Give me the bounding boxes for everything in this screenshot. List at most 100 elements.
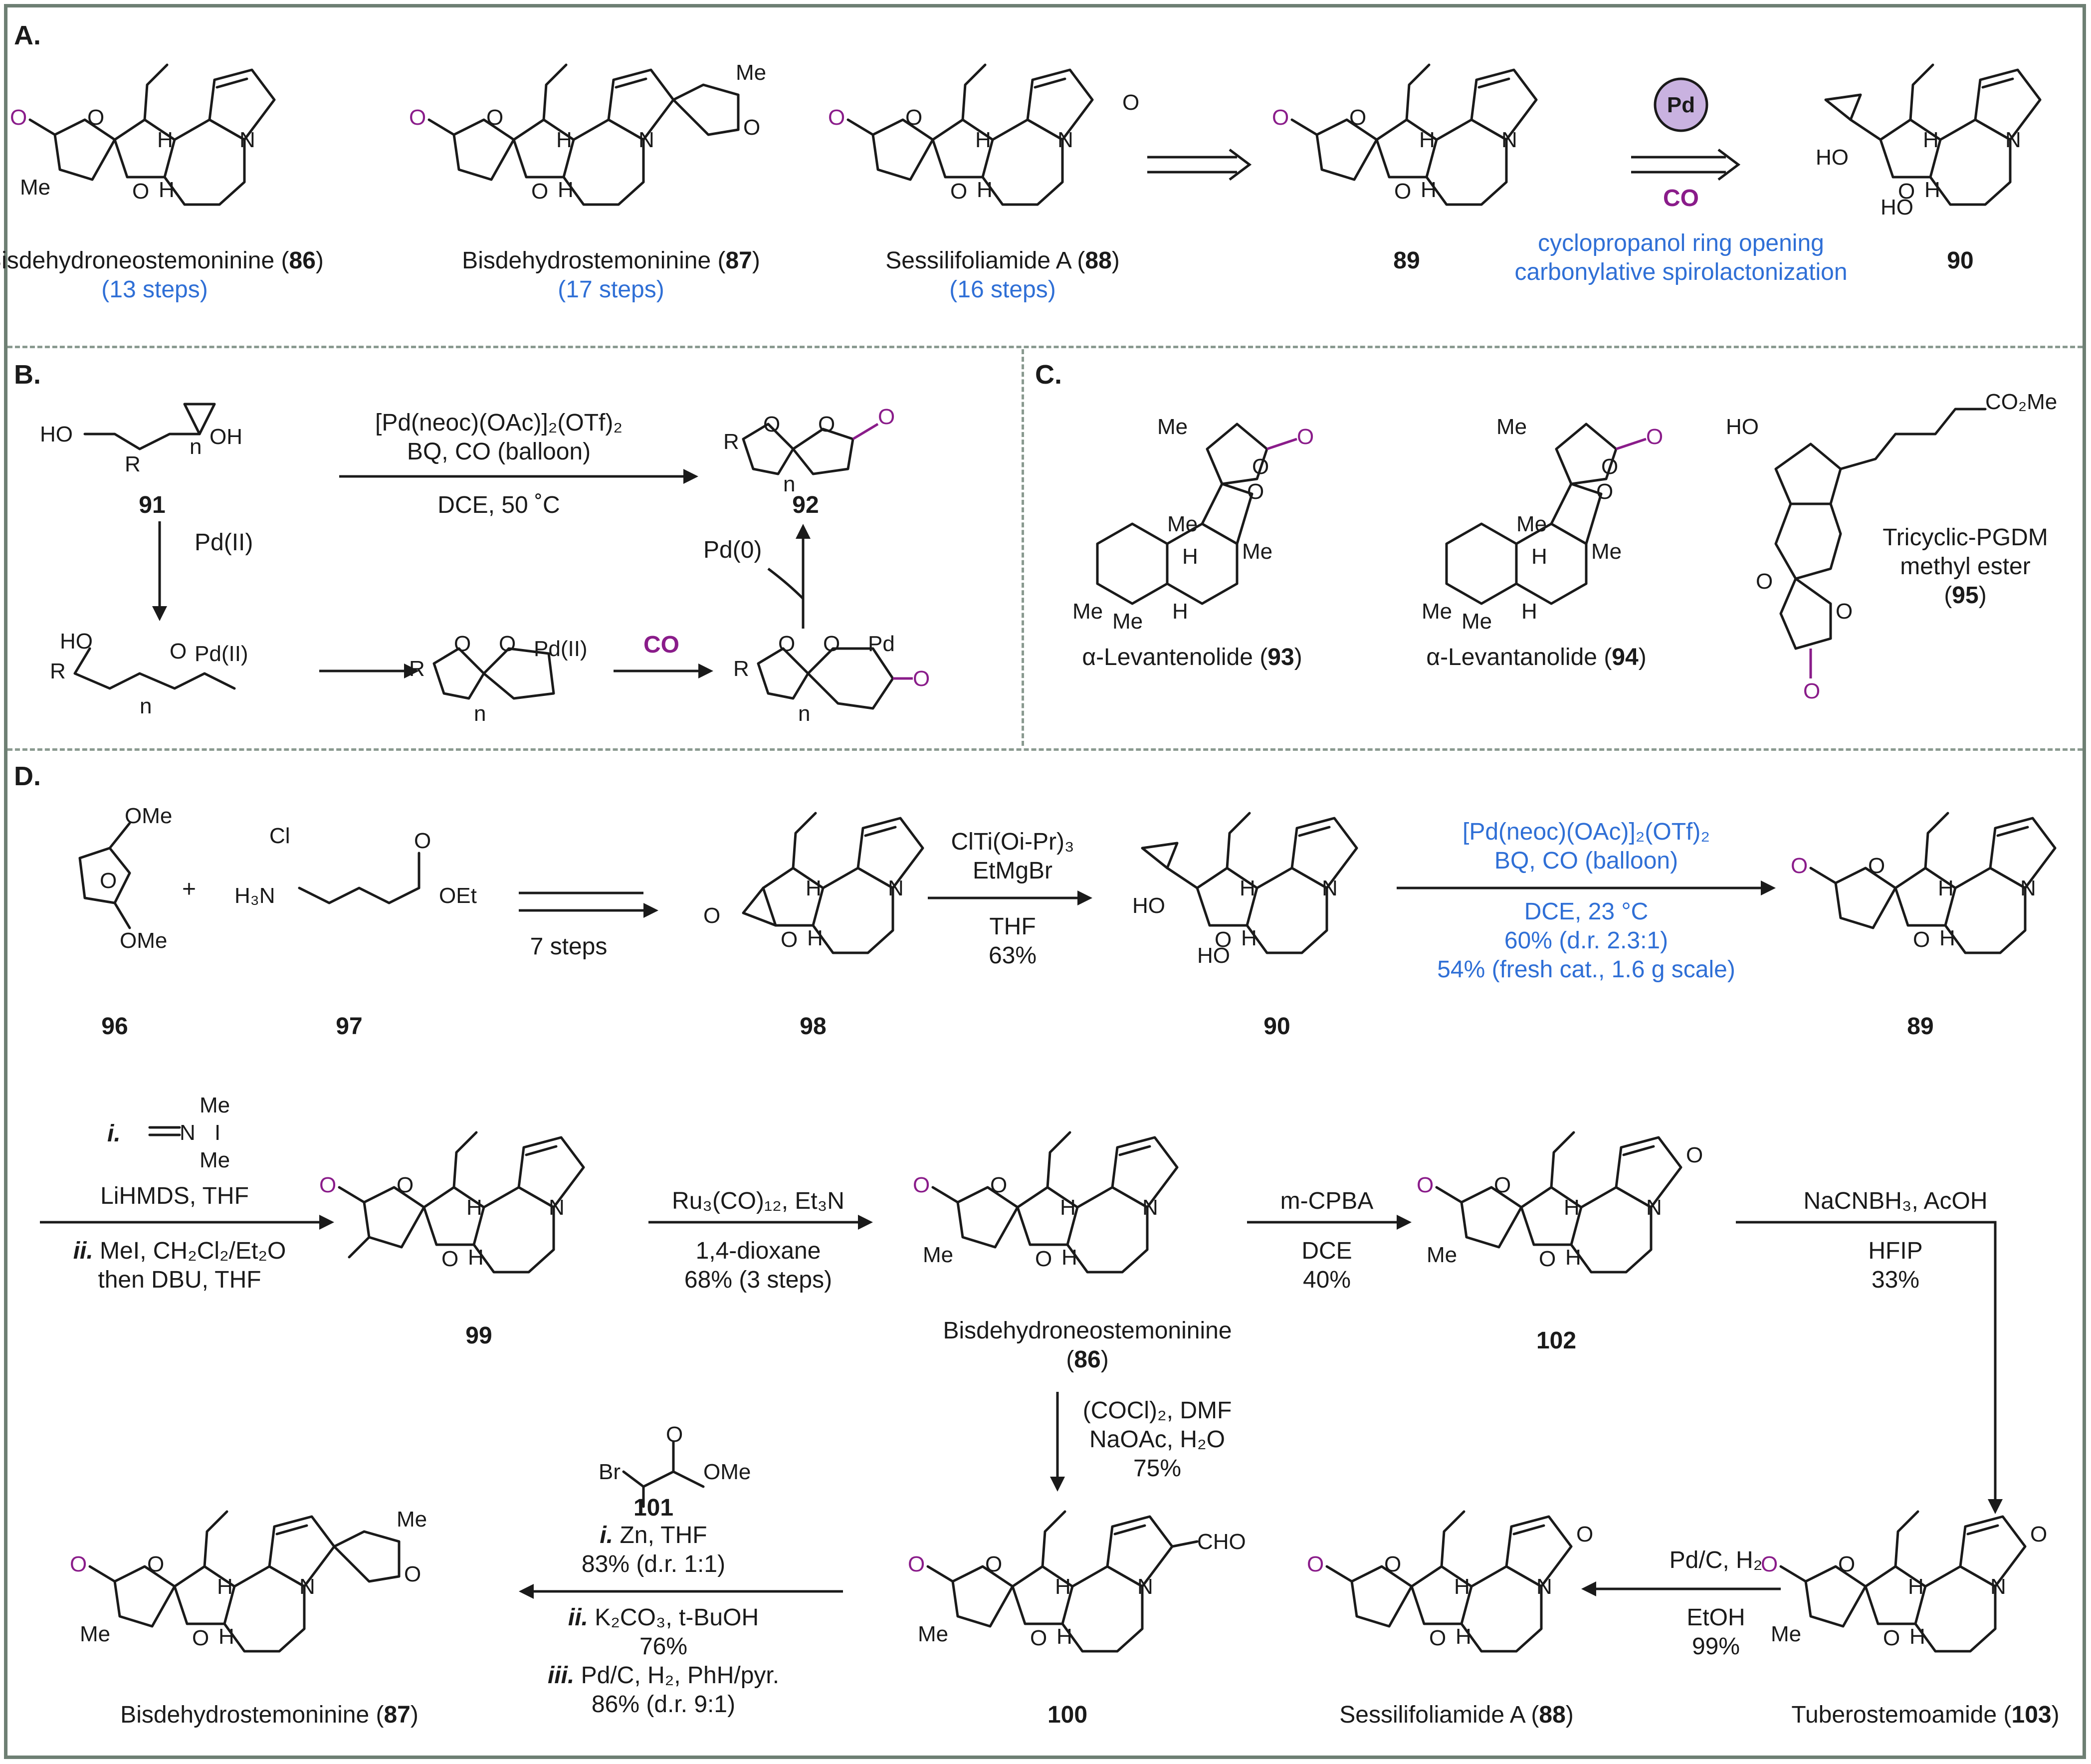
desc-line2: carbonylative spirolactonization — [1514, 259, 1848, 285]
svg-text:R: R — [125, 452, 141, 476]
retro-arrow-a1 — [1147, 149, 1252, 181]
panel-label-b: B. — [14, 360, 41, 390]
svg-text:O: O — [1252, 454, 1269, 479]
svg-text:n: n — [783, 472, 795, 496]
steps-88: (16 steps) — [949, 276, 1056, 303]
structure-102: MeO — [1447, 1132, 1703, 1297]
r8a: 101 — [633, 1495, 674, 1521]
svg-text:O: O — [2030, 1522, 2047, 1546]
r4a: Ru₃(CO)₁₂, Et₃N — [672, 1188, 844, 1214]
label-96: 96 — [101, 1013, 128, 1040]
desc-line1: cyclopropanol ring opening — [1538, 230, 1824, 256]
arrow-b-elim — [767, 524, 811, 629]
structure-98: O — [703, 813, 928, 978]
label-102: 102 — [1536, 1327, 1577, 1354]
svg-text:O: O — [499, 632, 516, 656]
svg-text:O: O — [454, 632, 471, 656]
cond-b1: [Pd(neoc)(OAc)]₂(OTf)₂ — [375, 410, 623, 436]
structure-103: MeO — [1791, 1512, 2047, 1676]
r6c: 33% — [1871, 1267, 1920, 1293]
divider-bc-d — [7, 748, 2083, 751]
svg-text:Cl: Cl — [269, 824, 290, 848]
structure-101: BrO OMe — [599, 1422, 751, 1508]
co-label-b: CO — [643, 632, 679, 658]
svg-text:Me: Me — [1072, 599, 1103, 624]
r7a: (COCl)₂, DMF — [1082, 1397, 1232, 1424]
label-103: Tuberostemoamide (103) — [1791, 1702, 2060, 1728]
structure-96: OMe O OMe — [78, 804, 172, 953]
svg-text:H₃N: H₃N — [234, 883, 275, 908]
label-93: α-Levantenolide (93) — [1082, 644, 1302, 670]
svg-text:OMe: OMe — [120, 928, 167, 953]
svg-text:Me: Me — [918, 1622, 948, 1646]
arrow-r3 — [40, 1215, 334, 1230]
svg-text:O: O — [1803, 679, 1820, 703]
pd-ii-label-2: Pd(II) — [195, 642, 248, 666]
svg-text:O: O — [913, 666, 930, 691]
svg-text:HO: HO — [40, 422, 73, 446]
r9b: EtOH — [1686, 1604, 1745, 1631]
figure-frame — [4, 4, 2086, 1759]
svg-text:n: n — [474, 701, 486, 726]
svg-text:Me: Me — [1422, 599, 1452, 624]
r7c: 75% — [1133, 1455, 1182, 1482]
label-97: 97 — [336, 1013, 363, 1040]
svg-text:Me: Me — [1427, 1243, 1457, 1267]
divider-b-c — [1022, 349, 1024, 746]
svg-text:O: O — [1596, 479, 1613, 504]
svg-text:CO₂Me: CO₂Me — [1985, 390, 2057, 414]
r8g: 86% (d.r. 9:1) — [591, 1691, 736, 1718]
svg-text:Me: Me — [1167, 512, 1198, 536]
svg-text:Pd: Pd — [1667, 93, 1695, 117]
arrow-b-down — [152, 521, 167, 621]
panel-label-d: D. — [14, 761, 41, 791]
svg-text:H: H — [1531, 544, 1547, 569]
r3d: then DBU, THF — [98, 1267, 261, 1293]
r8c: 83% (d.r. 1:1) — [581, 1551, 726, 1577]
svg-text:Me: Me — [1496, 415, 1527, 439]
r3c-line: ii. MeI, CH₂Cl₂/Et₂O — [73, 1238, 286, 1264]
svg-text:CHO: CHO — [1197, 1530, 1246, 1554]
r8d-line: ii. K₂CO₃, t-BuOH — [568, 1604, 759, 1631]
cond-b2: BQ, CO (balloon) — [407, 439, 591, 465]
svg-text:Me: Me — [923, 1243, 953, 1267]
svg-text:O: O — [823, 632, 840, 656]
svg-text:R: R — [723, 430, 739, 454]
r3b: LiHMDS, THF — [100, 1183, 249, 1209]
structure-90-panel-a: HO HO — [1816, 65, 2045, 220]
svg-text:H: H — [1182, 544, 1198, 569]
structure-100: Me CHO — [938, 1512, 1246, 1676]
svg-text:HO: HO — [1726, 415, 1759, 439]
structure-99 — [349, 1132, 609, 1297]
svg-text:R: R — [50, 659, 66, 683]
svg-text:O: O — [1297, 425, 1314, 449]
svg-text:Br: Br — [599, 1460, 621, 1484]
svg-text:O: O — [404, 1562, 421, 1586]
svg-text:O: O — [818, 412, 835, 437]
svg-text:Pd(II): Pd(II) — [534, 637, 588, 661]
svg-text:O: O — [414, 829, 431, 853]
arrow-r7 — [1050, 1392, 1065, 1492]
arrow-r4 — [648, 1215, 873, 1230]
plus-sign: + — [182, 876, 197, 902]
r3a: i. — [107, 1120, 121, 1147]
label-89-d: 89 — [1907, 1013, 1934, 1040]
svg-text:n: n — [140, 694, 152, 718]
structure-97: Cl H₃N O OEt — [234, 824, 477, 908]
svg-text:O: O — [778, 632, 795, 656]
r1a: ClTi(Oi-Pr)₃ — [951, 829, 1074, 855]
svg-text:O: O — [743, 115, 760, 140]
svg-text:O: O — [703, 903, 720, 928]
label-99: 99 — [465, 1323, 492, 1349]
r1d: 63% — [988, 942, 1037, 969]
r9c: 99% — [1691, 1633, 1740, 1660]
svg-text:Me: Me — [736, 60, 766, 85]
label-91: 91 — [139, 492, 166, 518]
svg-text:O: O — [763, 412, 780, 437]
pd-ii-label-1: Pd(II) — [195, 529, 253, 556]
svg-text:O: O — [1686, 1143, 1703, 1167]
svg-text:O: O — [100, 869, 117, 893]
label-86: Bisdehydroneostemoninine (86) — [0, 247, 324, 274]
